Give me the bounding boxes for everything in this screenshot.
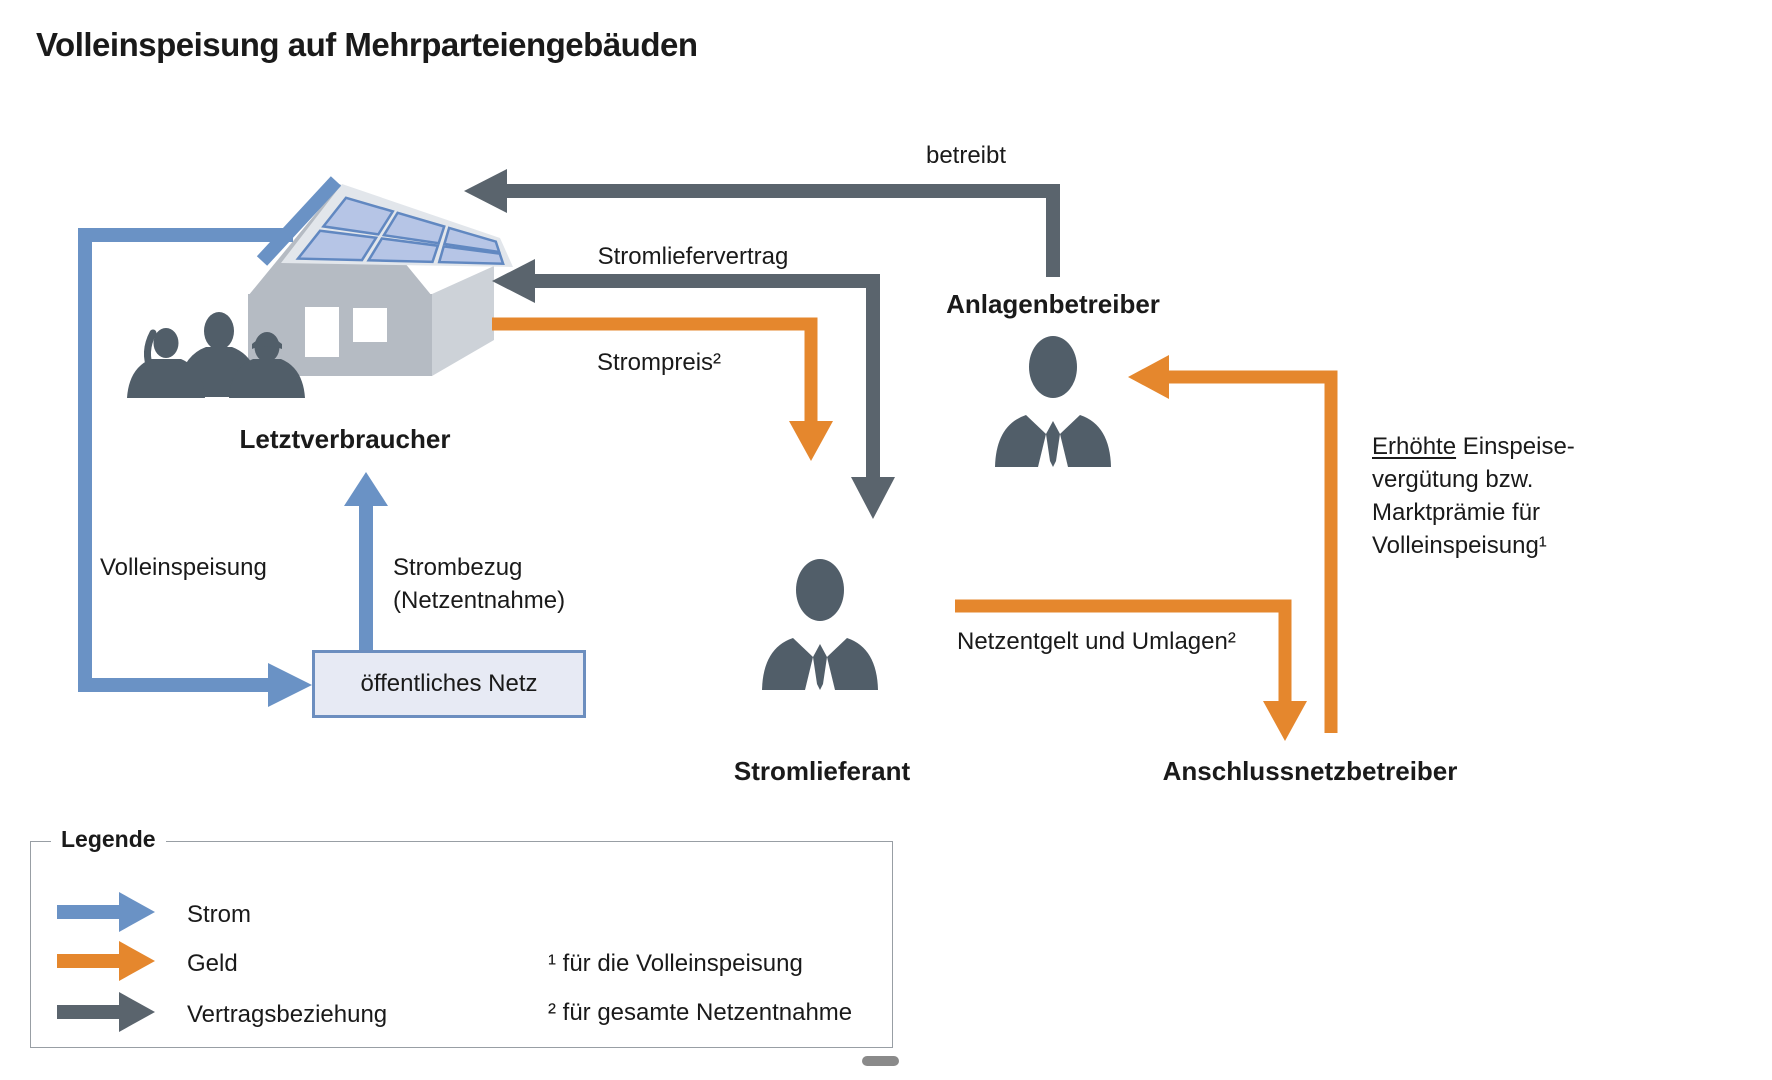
strom-arrow-volleinspeisung [78, 176, 342, 707]
public-grid-node: öffentliches Netz [312, 650, 586, 718]
solar-panel-icon [295, 196, 505, 265]
geld-arrow-einspeiseverguetung [1128, 355, 1338, 733]
flow-label-betreibt: betreibt [925, 142, 1007, 169]
legend-title: Legende [51, 826, 166, 853]
strom-arrow-strombezug [344, 472, 388, 652]
legend-item-vertragsbeziehung: Vertragsbeziehung [187, 1001, 388, 1028]
house-with-solar-panels-icon [248, 184, 513, 376]
vertrag-arrow-betreibt [464, 169, 1060, 277]
footer-dash [862, 1056, 899, 1066]
line4: Volleinspeisung¹ [1372, 532, 1547, 559]
flow-label-einspeiseverguetung: Erhöhte Einspeise- vergütung bzw. Marktp… [1372, 430, 1575, 562]
legend-item-strom: Strom [187, 901, 252, 928]
node-label-anlagenbetreiber: Anlagenbetreiber [946, 289, 1160, 319]
flow-label-strompreis: Strompreis² [597, 349, 722, 376]
line1-rest: Einspeise- [1462, 433, 1575, 460]
flow-label-stromliefervertrag: Stromliefervertrag [597, 243, 789, 270]
geld-arrow-strompreis [492, 317, 833, 461]
legend-box: Legende [30, 826, 893, 1048]
strombezug-line1: Strombezug [393, 554, 523, 581]
strombezug-line2: (Netzentnahme) [393, 587, 566, 614]
node-label-anschlussnetzbetreiber: Anschlussnetzbetreiber [1162, 756, 1458, 786]
vertrag-arrow-stromliefervertrag [492, 259, 895, 519]
anlagenbetreiber-person-icon [995, 336, 1111, 467]
line3: Marktprämie für [1372, 499, 1541, 526]
flow-label-strombezug: Strombezug (Netzentnahme) [393, 551, 565, 617]
flow-label-netzentgelt: Netzentgelt und Umlagen² [957, 628, 1236, 655]
node-label-stromlieferant: Stromlieferant [733, 756, 911, 786]
line2: vergütung bzw. [1372, 466, 1534, 493]
residents-group-icon [127, 312, 305, 398]
stromlieferant-person-icon [762, 559, 878, 690]
flow-label-volleinspeisung: Volleinspeisung [100, 554, 267, 581]
footnote-2: ² für gesamte Netzentnahme [548, 999, 853, 1026]
footnote-1: ¹ für die Volleinspeisung [548, 950, 803, 977]
node-label-oeffentliches-netz: öffentliches Netz [360, 670, 538, 697]
node-label-letztverbraucher: Letztverbraucher [239, 424, 451, 454]
page-title: Volleinspeisung auf Mehrparteiengebäuden [36, 26, 698, 63]
legend-item-geld: Geld [187, 950, 238, 977]
geld-arrow-netzentgelt [955, 599, 1307, 741]
emphasis-word: Erhöhte [1372, 433, 1457, 460]
